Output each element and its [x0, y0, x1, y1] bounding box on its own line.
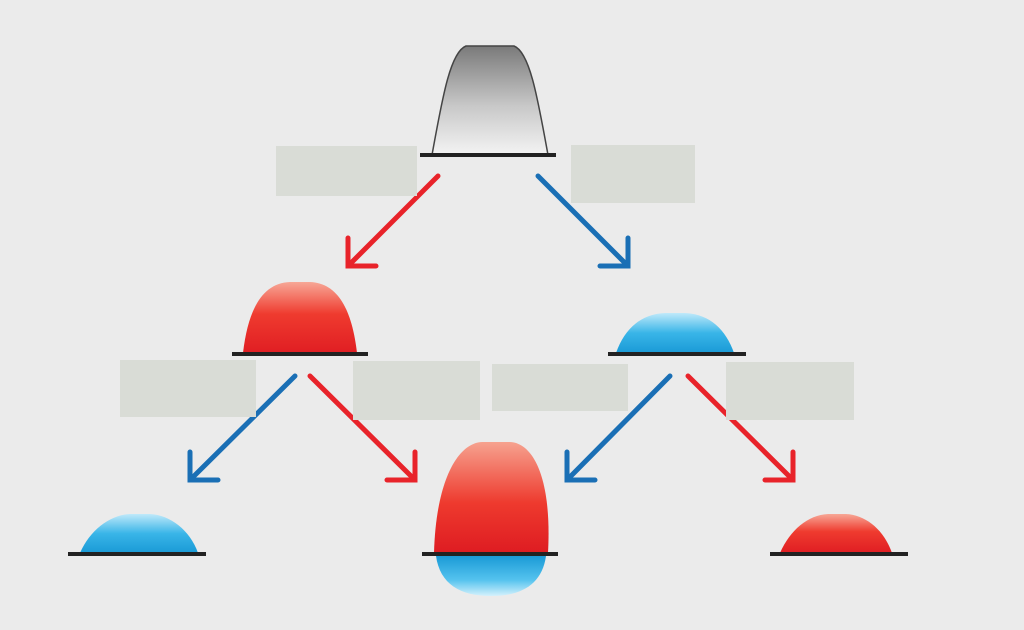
- top-gray-distribution: [431, 45, 549, 156]
- mid-left-red-distribution: [243, 282, 357, 353]
- arrow-top-left-red: [345, 173, 441, 269]
- label-box-mid-left-left: [120, 360, 256, 417]
- bottom-left-baseline: [68, 552, 206, 556]
- bottom-center-blue-distribution: [436, 556, 546, 596]
- bottom-center-red-distribution: [434, 442, 549, 553]
- mid-right-blue-distribution: [616, 313, 734, 353]
- mid-left-baseline: [232, 352, 368, 356]
- arrow-midright-left-blue: [564, 373, 673, 483]
- top-baseline: [420, 153, 556, 157]
- arrow-midleft-left-blue: [187, 373, 298, 483]
- bottom-right-baseline: [770, 552, 908, 556]
- bottom-left-blue-distribution: [80, 514, 198, 553]
- label-box-mid-right-left: [492, 364, 628, 411]
- bottom-center-baseline: [422, 552, 558, 556]
- arrow-midright-right-red: [685, 373, 796, 483]
- label-box-mid-right-right: [726, 362, 854, 420]
- arrow-top-right-blue: [535, 173, 631, 269]
- bottom-right-red-distribution: [780, 514, 892, 553]
- label-box-mid-left-right: [353, 361, 480, 420]
- label-box-top-left: [276, 146, 417, 196]
- label-box-top-right: [571, 145, 695, 203]
- arrow-midleft-right-red: [307, 373, 418, 483]
- mid-right-baseline: [608, 352, 746, 356]
